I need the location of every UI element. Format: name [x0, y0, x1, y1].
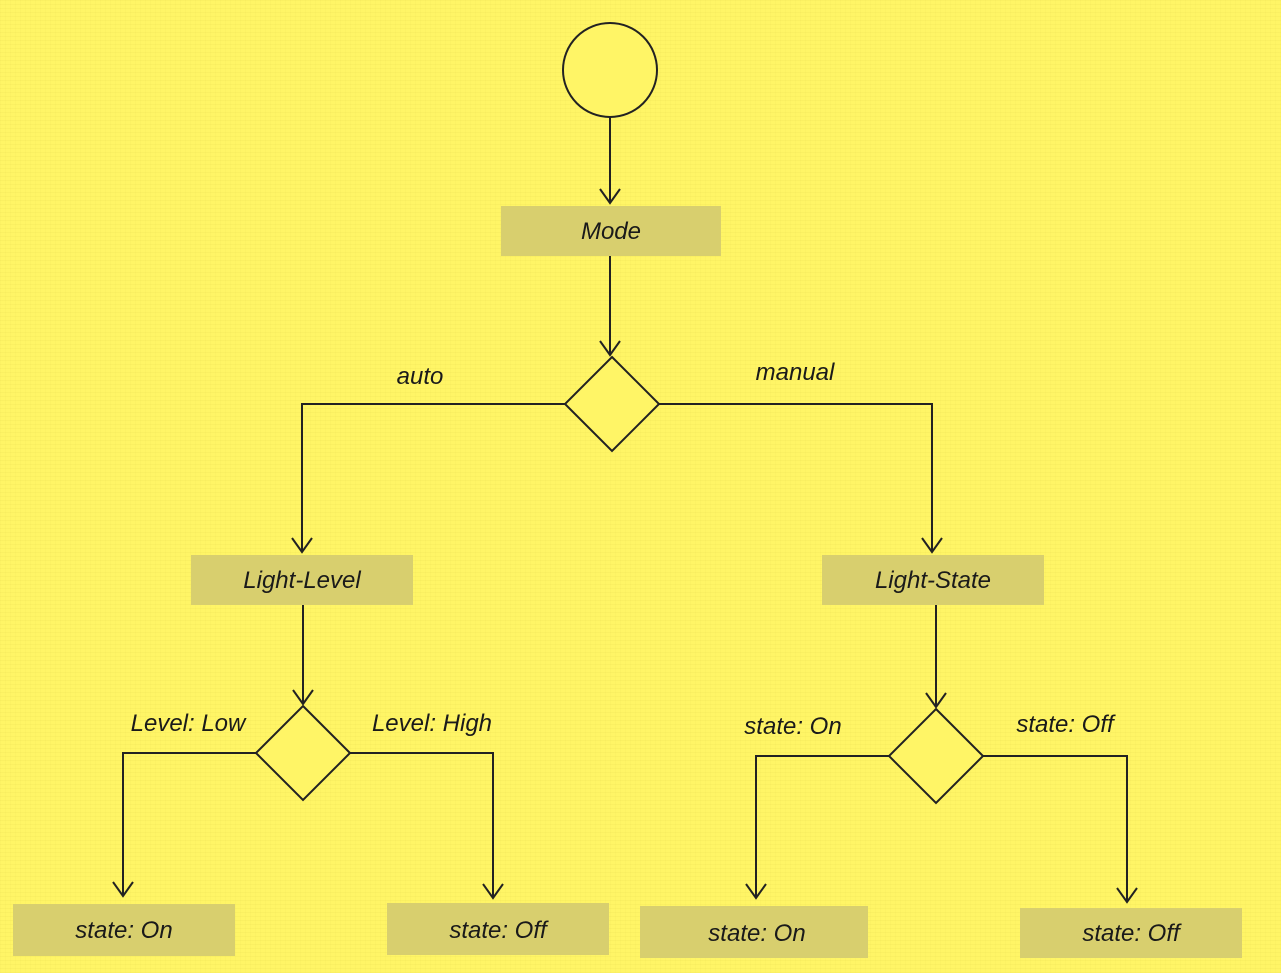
edge-level-high — [350, 752, 494, 898]
edge-level-low — [122, 752, 256, 896]
arrowhead-auto-off — [482, 883, 504, 900]
edge-manual — [659, 403, 933, 552]
light-level-box — [191, 555, 413, 605]
arrowhead-light-level — [291, 537, 313, 554]
start-node — [562, 22, 658, 118]
light-level-label: Light-Level — [243, 567, 361, 594]
manual-on-box — [640, 906, 868, 958]
arrowhead-decision-3 — [925, 692, 947, 709]
manual-on-label: state: On — [708, 920, 805, 947]
edge-auto — [301, 403, 565, 552]
arrowhead-decision-1 — [599, 340, 621, 357]
edge-state-off — [983, 755, 1128, 902]
arrowhead-mode — [599, 188, 621, 205]
light-state-box — [822, 555, 1044, 605]
level-low-label: Level: Low — [131, 710, 247, 737]
mode-decision — [563, 355, 661, 453]
manual-off-box — [1020, 908, 1242, 958]
state-decision — [887, 707, 985, 805]
manual-off-label: state: Off — [1082, 920, 1182, 947]
auto-off-label: state: Off — [449, 917, 549, 944]
light-state-label: Light-State — [875, 567, 991, 594]
arrowhead-light-state — [921, 537, 943, 554]
auto-label: auto — [397, 363, 444, 390]
manual-label: manual — [756, 359, 835, 386]
auto-on-label: state: On — [75, 917, 172, 944]
arrowhead-decision-2 — [292, 689, 314, 706]
auto-on-box — [13, 904, 235, 956]
state-on-edge-label: state: On — [744, 713, 841, 740]
edge-state-on — [755, 755, 889, 898]
state-off-edge-label: state: Off — [1016, 711, 1116, 738]
arrowhead-manual-off — [1116, 887, 1138, 904]
mode-label: Mode — [581, 218, 641, 245]
level-decision — [254, 704, 352, 802]
level-high-label: Level: High — [372, 710, 492, 737]
arrowhead-auto-on — [112, 881, 134, 898]
mode-box — [501, 206, 721, 256]
auto-off-box — [387, 903, 609, 955]
arrowhead-manual-on — [745, 883, 767, 900]
